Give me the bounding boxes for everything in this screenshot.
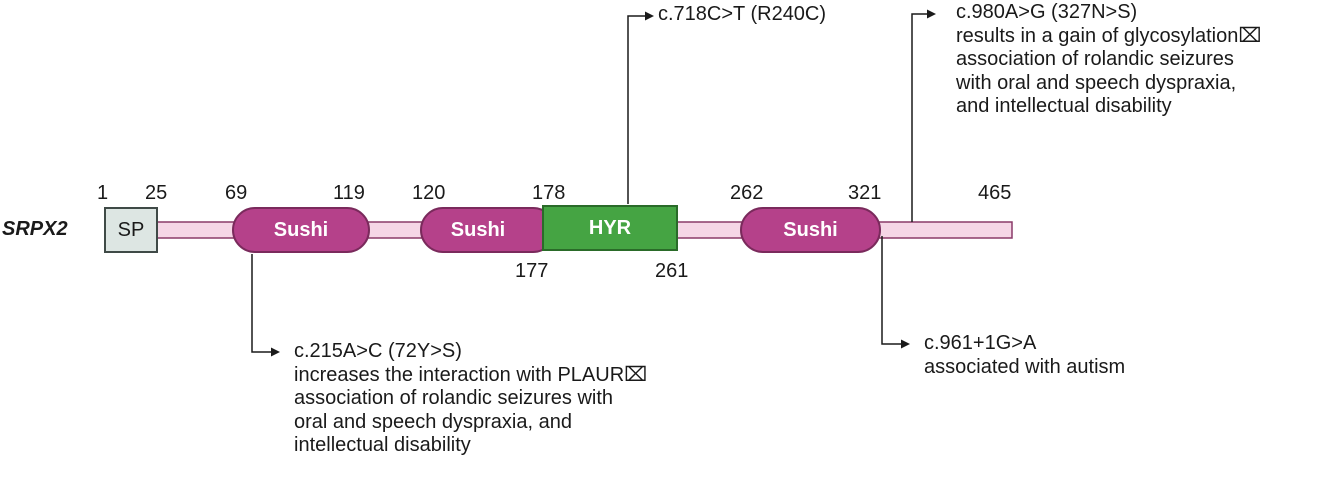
sushi-domain: Sushi: [740, 207, 881, 253]
position-label: 178: [532, 182, 566, 204]
position-label: 120: [412, 182, 446, 204]
variant-annotation-line: results in a gain of glycosylation⌧: [956, 24, 1262, 47]
variant-annotation-line: intellectual disability: [294, 434, 471, 456]
connector-line: [881, 236, 904, 345]
variant-annotation-line: c.980A>G (327N>S): [956, 1, 1138, 23]
position-label: 119: [333, 182, 365, 204]
variant-annotation-line: associated with autism: [924, 355, 1126, 378]
connector-line: [911, 13, 930, 222]
variant-annotation-line: with oral and speech dyspraxia,: [956, 71, 1237, 94]
position-label: 321: [848, 182, 882, 204]
variant-annotation-line: oral and speech dyspraxia, and: [294, 410, 572, 433]
position-label: 25: [145, 182, 168, 204]
variant-annotation-line: c.961+1G>A: [924, 332, 1037, 354]
arrow-head-icon: [901, 339, 910, 349]
sushi-domain: Sushi: [232, 207, 370, 253]
variant-annotation: c.980A>G (327N>S) results in a gain of g…: [956, 1, 1261, 119]
variant-annotation-line: association of rolandic seizures: [956, 48, 1234, 70]
variant-annotation: c.961+1G>A associated with autism: [924, 332, 1125, 379]
sushi-domain: Sushi: [420, 207, 556, 253]
variant-annotation-line: and intellectual disability: [956, 95, 1172, 117]
position-label: 262: [730, 182, 764, 204]
variant-annotation-line: c.215A>C (72Y>S): [294, 340, 462, 362]
position-label: 465: [978, 182, 1012, 204]
connector-line: [627, 15, 648, 204]
arrow-head-icon: [927, 9, 936, 19]
variant-annotation-line: association of rolandic seizures with: [294, 387, 614, 409]
variant-annotation-line: c.718C>T (R240C): [658, 3, 827, 25]
position-label: 177: [515, 260, 549, 282]
hyr-domain: HYR: [542, 205, 678, 251]
gene-name: SRPX2: [2, 218, 68, 240]
position-label: 69: [225, 182, 248, 204]
signal-peptide-domain: SP: [104, 207, 158, 253]
arrow-head-icon: [645, 11, 654, 21]
connector-line: [251, 254, 274, 353]
variant-annotation-line: increases the interaction with PLAUR⌧: [294, 363, 648, 386]
variant-annotation: c.215A>C (72Y>S) increases the interacti…: [294, 340, 647, 458]
position-label: 261: [655, 260, 689, 282]
variant-annotation: c.718C>T (R240C): [658, 3, 826, 27]
position-label: 1: [97, 182, 109, 204]
arrow-head-icon: [271, 347, 280, 357]
